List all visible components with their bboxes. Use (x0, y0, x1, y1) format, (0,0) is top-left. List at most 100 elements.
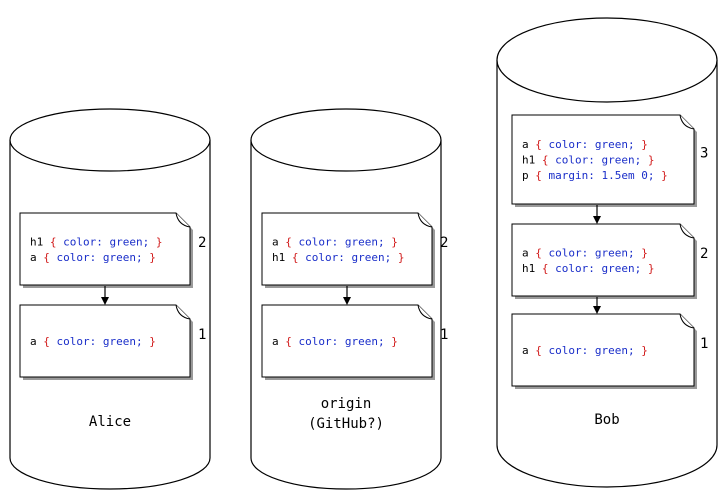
css-close-brace: } (143, 335, 156, 348)
css-selector: a (522, 344, 529, 357)
page-outline (261, 212, 433, 286)
page-shadow-bottom (23, 377, 193, 380)
css-declaration: color: green; (549, 246, 635, 259)
commit-page: a { color: green; } (511, 313, 697, 389)
page-shadow-bottom (515, 296, 697, 299)
repository-label: origin (321, 396, 372, 412)
css-declaration: color: green; (549, 138, 635, 151)
css-open-brace: { (279, 235, 299, 248)
page-shadow-right (694, 132, 697, 207)
commit-number: 1 (198, 327, 206, 343)
commit-page: a { color: green; } (261, 304, 435, 380)
css-selector: h1 (30, 235, 43, 248)
css-close-brace: } (391, 251, 404, 264)
commit-number: 3 (700, 146, 708, 162)
page-shadow-right (190, 322, 193, 380)
parent-arrow-head (101, 297, 109, 305)
css-selector: a (30, 335, 37, 348)
css-selector: a (30, 251, 37, 264)
page-shadow-bottom (23, 285, 193, 288)
css-declaration: margin: 1.5em 0; (549, 169, 655, 182)
page-outline (511, 313, 695, 387)
css-declaration: color: green; (299, 235, 385, 248)
css-rule-line: a { color: green; } (30, 251, 156, 264)
css-rule-line: a { color: green; } (272, 335, 398, 348)
page-outline (261, 304, 433, 378)
cylinder-top (9, 108, 211, 172)
css-declaration: color: green; (555, 154, 641, 167)
css-close-brace: } (641, 154, 654, 167)
commit-page: a { color: green; } (19, 304, 193, 380)
css-close-brace: } (385, 335, 398, 348)
page-outline (511, 114, 695, 205)
css-selector: h1 (522, 262, 535, 275)
css-close-brace: } (635, 138, 648, 151)
css-selector: h1 (272, 251, 285, 264)
page-shadow-right (432, 322, 435, 380)
page-shadow-bottom (265, 285, 435, 288)
parent-arrow-head (593, 306, 601, 314)
page-shadow-right (694, 331, 697, 389)
page-outline (19, 304, 191, 378)
css-rule-line: a { color: green; } (272, 235, 398, 248)
commit-number: 2 (198, 235, 206, 251)
css-open-brace: { (529, 246, 549, 259)
css-rule-line: a { color: green; } (30, 335, 156, 348)
css-rule-line: a { color: green; } (522, 246, 648, 259)
css-declaration: color: green; (305, 251, 391, 264)
css-close-brace: } (654, 169, 667, 182)
css-open-brace: { (279, 335, 299, 348)
repository-label: Alice (89, 414, 131, 430)
css-open-brace: { (529, 138, 549, 151)
css-close-brace: } (149, 235, 162, 248)
page-shadow-bottom (515, 204, 697, 207)
css-open-brace: { (37, 251, 57, 264)
css-rule-line: h1 { color: green; } (272, 251, 404, 264)
page-shadow-right (190, 230, 193, 288)
css-rule-line: a { color: green; } (522, 138, 648, 151)
css-selector: a (522, 246, 529, 259)
page-outline (19, 212, 191, 286)
css-open-brace: { (529, 169, 549, 182)
commit-number: 1 (440, 327, 448, 343)
css-open-brace: { (285, 251, 305, 264)
cylinder-top (250, 108, 442, 172)
css-selector: a (272, 235, 279, 248)
css-close-brace: } (641, 262, 654, 275)
css-open-brace: { (43, 235, 63, 248)
css-rule-line: p { margin: 1.5em 0; } (522, 169, 668, 182)
page-fold (679, 114, 695, 130)
page-fold (175, 304, 191, 320)
cylinder-top (496, 17, 718, 103)
repository-alice: h1 { color: green; }a { color: green; }2… (9, 108, 211, 490)
css-rule-line: h1 { color: green; } (522, 262, 654, 275)
page-shadow-bottom (515, 386, 697, 389)
page-fold (417, 304, 433, 320)
css-close-brace: } (635, 344, 648, 357)
repository-bob: a { color: green; }h1 { color: green; }p… (496, 17, 718, 488)
parent-arrow-head (343, 297, 351, 305)
css-declaration: color: green; (57, 335, 143, 348)
css-selector: a (522, 138, 529, 151)
page-shadow-bottom (265, 377, 435, 380)
repository-label: (GitHub?) (308, 416, 384, 432)
commit-page: h1 { color: green; }a { color: green; } (19, 212, 193, 288)
css-rule-line: h1 { color: green; } (522, 154, 654, 167)
commit-page: a { color: green; }h1 { color: green; } (511, 223, 697, 299)
repository-label: Bob (594, 412, 619, 428)
css-declaration: color: green; (63, 235, 149, 248)
css-open-brace: { (535, 262, 555, 275)
commit-number: 2 (700, 246, 708, 262)
css-declaration: color: green; (549, 344, 635, 357)
css-declaration: color: green; (555, 262, 641, 275)
css-close-brace: } (143, 251, 156, 264)
css-open-brace: { (535, 154, 555, 167)
css-open-brace: { (37, 335, 57, 348)
page-outline (511, 223, 695, 297)
repository-origin: a { color: green; }h1 { color: green; }2… (250, 108, 448, 490)
css-rule-line: h1 { color: green; } (30, 235, 162, 248)
css-close-brace: } (385, 235, 398, 248)
page-fold (679, 223, 695, 239)
page-fold (175, 212, 191, 228)
